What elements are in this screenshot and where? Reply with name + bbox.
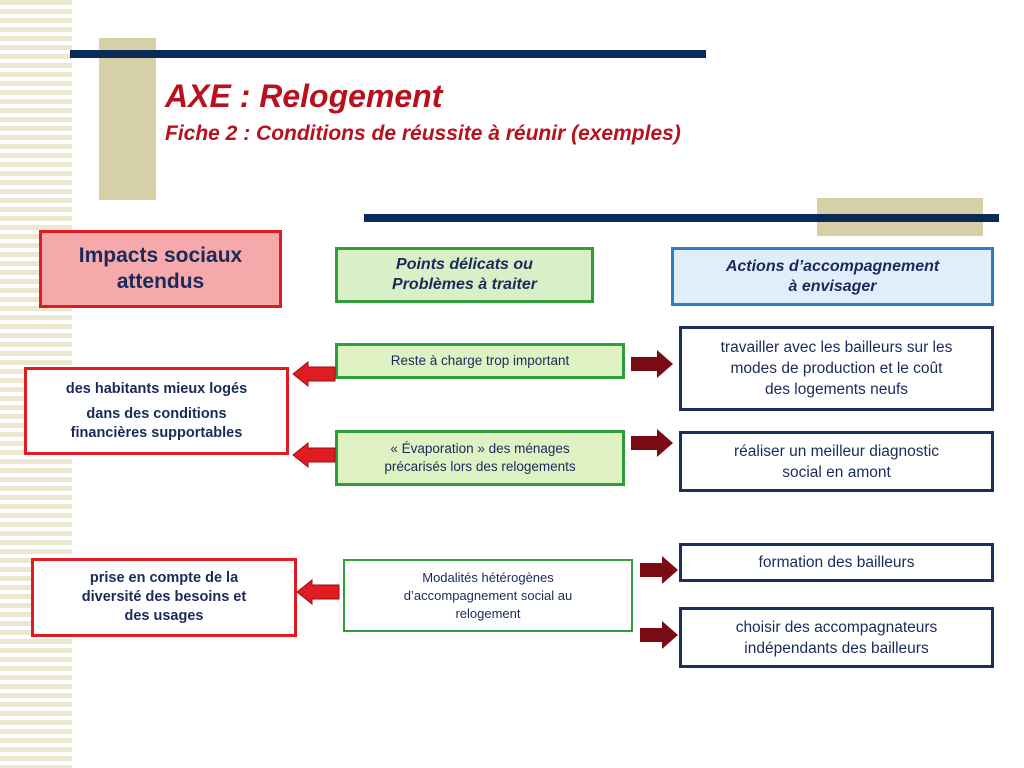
point-line: Modalités hétérogènes (422, 569, 554, 585)
action-box-3: formation des bailleurs (679, 543, 994, 582)
impact-box-2: prise en compte de la diversité des beso… (31, 558, 297, 637)
action-line: indépendants des bailleurs (744, 639, 929, 657)
impact-line: prise en compte de la (89, 570, 239, 586)
impact-line: diversité des besoins et (81, 589, 247, 605)
action-box-4: choisir des accompagnateurs indépendants… (679, 607, 994, 668)
olive-accent-block-top (99, 38, 156, 200)
header-points-line: Problèmes à traiter (392, 276, 537, 293)
arrow-right-icon (631, 429, 673, 457)
impact-line: dans des conditions (86, 405, 227, 422)
point-line: Reste à charge trop important (390, 353, 570, 368)
header-actions-line: Actions d’accompagnement (725, 257, 940, 275)
action-line: des logements neufs (764, 381, 909, 398)
header-impacts: Impacts sociaux attendus (39, 230, 282, 308)
action-line: travailler avec les bailleurs sur les (720, 339, 953, 356)
action-line: modes de production et le coût (730, 360, 943, 377)
header-impacts-line: attendus (116, 270, 205, 293)
header-points-line: Points délicats ou (396, 256, 533, 273)
point-line: relogement (455, 605, 521, 621)
action-box-2: réaliser un meilleur diagnostic social e… (679, 431, 994, 492)
point-box-1: Reste à charge trop important (335, 343, 625, 379)
header-points: Points délicats ou Problèmes à traiter (335, 247, 594, 303)
arrow-left-icon (292, 441, 336, 469)
point-line: « Évaporation » des ménages (390, 441, 570, 456)
impact-box-1: des habitants mieux logés dans des condi… (24, 367, 289, 455)
arrow-right-icon (640, 621, 678, 649)
slide-title: AXE : Relogement (165, 78, 443, 114)
arrow-left-icon (292, 360, 336, 388)
arrow-right-icon (640, 556, 678, 584)
impact-line: des usages (124, 608, 204, 624)
slide-subtitle: Fiche 2 : Conditions de réussite à réuni… (165, 122, 681, 145)
top-rule (70, 50, 706, 58)
action-line: formation des bailleurs (758, 554, 915, 571)
arrow-left-icon (296, 578, 340, 606)
action-line: choisir des accompagnateurs (735, 618, 938, 636)
header-impacts-line: Impacts sociaux (78, 244, 243, 267)
action-box-1: travailler avec les bailleurs sur les mo… (679, 326, 994, 411)
point-line: précarisés lors des relogements (384, 459, 576, 474)
impact-line: des habitants mieux logés (65, 380, 248, 397)
point-box-2: « Évaporation » des ménages précarisés l… (335, 430, 625, 486)
action-line: social en amont (782, 463, 891, 481)
action-line: réaliser un meilleur diagnostic (733, 442, 940, 460)
point-box-3: Modalités hétérogènes d’accompagnement s… (343, 559, 633, 632)
impact-line: financières supportables (70, 424, 243, 441)
header-actions-line: à envisager (788, 277, 877, 295)
point-line: d’accompagnement social au (403, 587, 573, 603)
arrow-right-icon (631, 350, 673, 378)
header-actions: Actions d’accompagnement à envisager (671, 247, 994, 306)
mid-rule (364, 214, 999, 222)
